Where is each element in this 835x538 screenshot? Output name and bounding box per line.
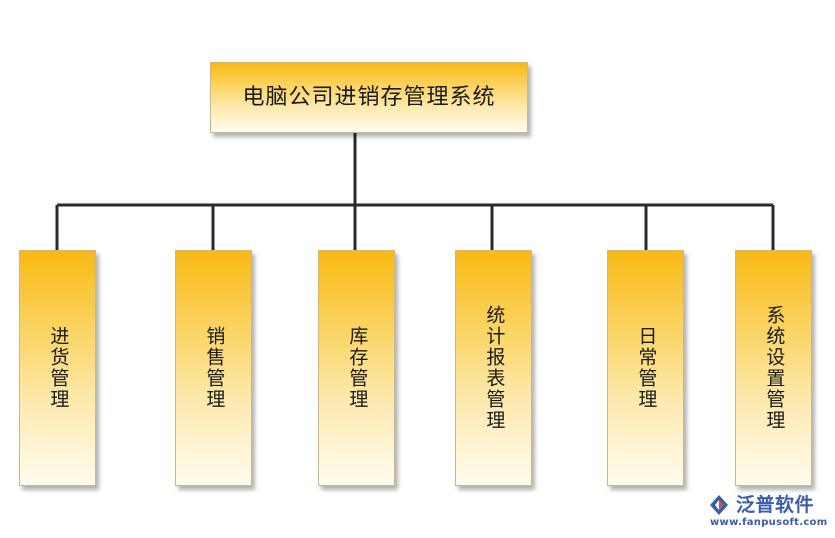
fanpu-logo: 泛普软件 www.fanpusoft.com bbox=[706, 490, 830, 530]
root-node-label: 电脑公司进销存管理系统 bbox=[242, 84, 496, 110]
child-node-reports: 统计报表管理 bbox=[455, 250, 532, 486]
fanpu-logo-icon bbox=[710, 495, 728, 515]
logo-brand-name: 泛普软件 bbox=[736, 494, 815, 516]
child-node-label: 日常管理 bbox=[635, 326, 658, 410]
child-node-label: 进货管理 bbox=[47, 326, 70, 410]
child-node-label: 统计报表管理 bbox=[483, 305, 506, 431]
child-node-label: 系统设置管理 bbox=[763, 305, 786, 431]
child-node-label: 库存管理 bbox=[346, 326, 369, 410]
root-node: 电脑公司进销存管理系统 bbox=[210, 62, 528, 133]
child-node-purchase: 进货管理 bbox=[19, 250, 96, 486]
logo-url-text: www.fanpusoft.com bbox=[710, 517, 828, 528]
child-node-settings: 系统设置管理 bbox=[735, 250, 812, 486]
child-node-sales: 销售管理 bbox=[175, 250, 252, 486]
child-node-label: 销售管理 bbox=[203, 326, 226, 410]
child-node-inventory: 库存管理 bbox=[318, 250, 395, 486]
child-node-daily: 日常管理 bbox=[607, 250, 684, 486]
